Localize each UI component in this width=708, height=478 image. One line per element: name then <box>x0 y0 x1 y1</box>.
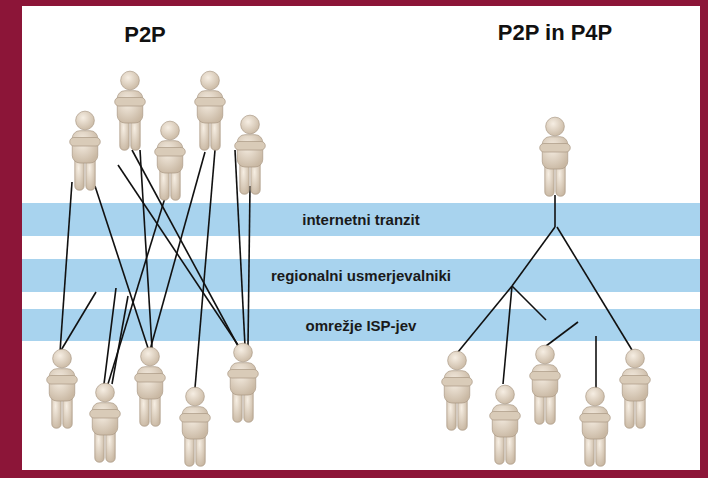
peer-figure <box>620 349 651 428</box>
band-label: internetni tranzit <box>302 211 420 228</box>
peer-link <box>60 292 96 352</box>
peer-figure <box>490 385 521 464</box>
column-title: P2P <box>124 22 166 48</box>
tree-link <box>595 336 597 388</box>
peer-links <box>60 150 632 388</box>
peer-figure <box>180 387 211 466</box>
column-title: P2P in P4P <box>498 20 613 46</box>
peer-figure <box>90 383 121 462</box>
peer-figure <box>195 71 226 150</box>
peer-figure <box>115 71 146 150</box>
tree-link <box>458 286 512 352</box>
peer-figure <box>580 387 611 466</box>
peer-figure <box>155 121 186 200</box>
peer-illustration <box>22 6 700 470</box>
peer-link <box>195 150 215 388</box>
peer-link <box>60 182 72 352</box>
peer-link <box>248 186 250 346</box>
tree-link <box>554 195 556 227</box>
peer-figure <box>530 345 561 424</box>
peer-link <box>132 150 238 346</box>
peer-figure <box>70 111 101 190</box>
tree-link <box>512 227 555 286</box>
tree-link <box>512 286 546 320</box>
peer-link <box>150 152 205 350</box>
peer-figure <box>47 349 78 428</box>
peer-link <box>95 186 148 348</box>
peer-link <box>140 150 152 348</box>
page-ground: internetni tranzit regionalni usmerjevaln… <box>22 6 700 470</box>
tree-link <box>557 227 632 350</box>
network-band: omrežje ISP-jev <box>22 309 700 341</box>
tree-link <box>546 322 578 346</box>
peer-figure <box>540 117 571 196</box>
peer-link <box>108 188 168 384</box>
band-label: omrežje ISP-jev <box>306 317 417 334</box>
peer-link <box>118 165 240 348</box>
network-band: internetni tranzit <box>22 203 700 236</box>
band-label: regionalni usmerjevalniki <box>271 267 451 284</box>
peer-figure <box>228 343 259 422</box>
peer-figure <box>235 115 266 194</box>
peer-figure <box>135 347 166 426</box>
peer-figure <box>442 351 473 430</box>
peer-link <box>112 296 128 384</box>
tree-link <box>503 286 512 384</box>
